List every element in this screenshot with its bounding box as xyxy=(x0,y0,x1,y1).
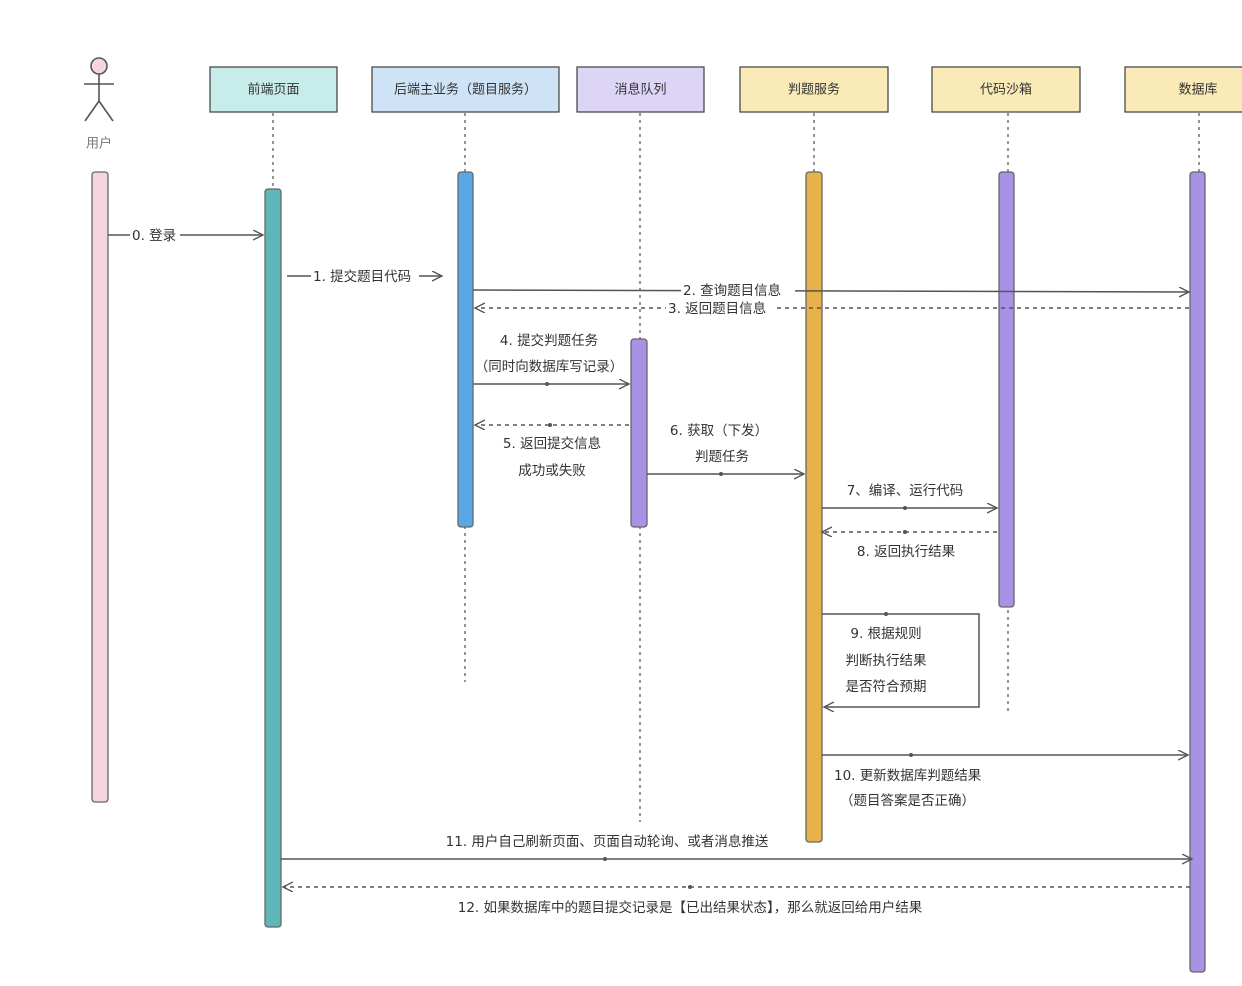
message-10-label-line1: 10. 更新数据库判题结果 xyxy=(834,768,982,784)
participant-label: 判题服务 xyxy=(788,82,840,98)
activation-sandbox xyxy=(998,171,1015,608)
stick-figure-icon xyxy=(84,57,114,122)
message-1-label: 1. 提交题目代码 xyxy=(313,268,411,285)
message-0-label: 0. 登录 xyxy=(132,228,176,244)
participant-label: 代码沙箱 xyxy=(980,82,1032,98)
activation-backend xyxy=(457,171,474,528)
activation-judge xyxy=(805,171,823,843)
participant-box xyxy=(209,66,338,113)
participant-label: 消息队列 xyxy=(614,82,666,98)
message-6-label-line1: 6. 获取（下发） xyxy=(670,423,768,439)
actor-label: 用户 xyxy=(86,136,112,152)
message-7-label: 7、编译、运行代码 xyxy=(847,483,964,499)
participant-frontend: 前端页面 xyxy=(209,66,338,113)
message-10-label-line2: （题目答案是否正确） xyxy=(840,792,975,809)
message-9-label-line3: 是否符合预期 xyxy=(846,679,927,695)
activation-user xyxy=(91,171,109,803)
participant-label: 前端页面 xyxy=(247,82,299,98)
message-8-label: 8. 返回执行结果 xyxy=(857,544,956,560)
participant-label: 数据库 xyxy=(1178,82,1217,98)
participant-label: 后端主业务（题目服务） xyxy=(394,82,537,98)
message-6-label-line2: 判题任务 xyxy=(695,449,749,465)
participant-box xyxy=(931,66,1081,113)
message-4-label-line2: （同时向数据库写记录） xyxy=(475,359,624,375)
participant-box xyxy=(739,66,889,113)
message-9-label-line2: 判断执行结果 xyxy=(846,653,927,669)
message-3-label: 3. 返回题目信息 xyxy=(668,300,766,317)
message-9-arrow xyxy=(822,613,980,707)
participant-box xyxy=(1124,66,1242,113)
activation-frontend xyxy=(264,188,282,928)
participant-box xyxy=(576,66,705,113)
message-11-label: 11. 用户自己刷新页面、页面自动轮询、或者消息推送 xyxy=(446,833,769,850)
message-5-label-line2: 成功或失败 xyxy=(518,463,586,479)
message-2-arrow xyxy=(472,290,1189,292)
message-4-label-line1: 4. 提交判题任务 xyxy=(500,332,598,349)
participant-sandbox: 代码沙箱 xyxy=(931,66,1081,113)
actor-user: 用户 xyxy=(84,57,114,152)
participant-judge: 判题服务 xyxy=(739,66,889,113)
participant-mq: 消息队列 xyxy=(576,66,705,113)
participant-backend: 后端主业务（题目服务） xyxy=(371,66,560,113)
message-2-label: 2. 查询题目信息 xyxy=(683,282,781,299)
activation-mq xyxy=(630,338,648,528)
message-12-label: 12. 如果数据库中的题目提交记录是【已出结果状态】，那么就返回给用户结果 xyxy=(458,899,923,916)
participant-db: 数据库 xyxy=(1124,66,1242,113)
line-handles xyxy=(545,382,913,889)
participant-box xyxy=(371,66,560,113)
message-9-label-line1: 9. 根据规则 xyxy=(850,626,921,642)
message-5-label-line1: 5. 返回提交信息 xyxy=(503,435,601,452)
activation-db xyxy=(1189,171,1206,973)
